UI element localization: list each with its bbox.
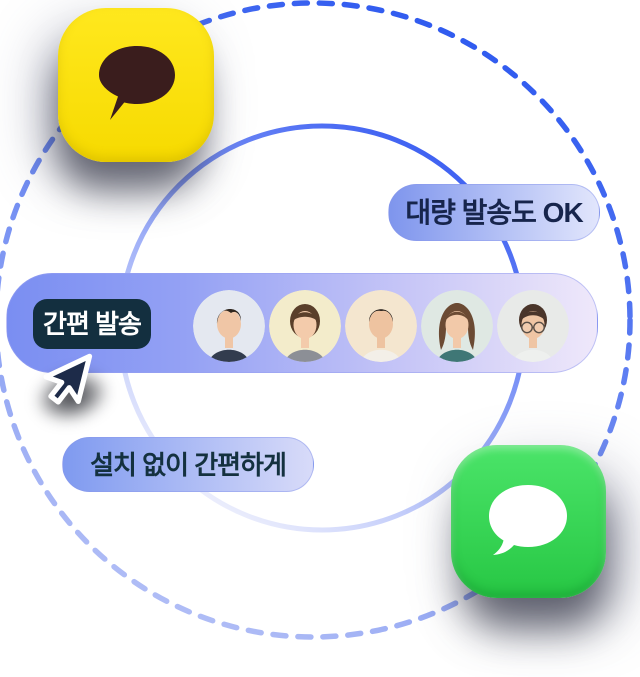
avatar-photo-woman-1 bbox=[269, 290, 341, 362]
recipient-avatar-5 bbox=[497, 290, 569, 362]
recipient-avatars bbox=[7, 274, 597, 372]
imessage-app-icon[interactable] bbox=[451, 445, 606, 598]
dashed-ring bbox=[0, 0, 633, 640]
no-install-badge: 설치 없이 간편하게 bbox=[62, 437, 314, 492]
recipient-avatar-4 bbox=[421, 290, 493, 362]
avatar-photo-man-1 bbox=[193, 290, 265, 362]
avatar-photo-woman-glasses bbox=[497, 290, 569, 362]
glasses-icon bbox=[521, 321, 545, 334]
avatar-photo-woman-2 bbox=[421, 290, 493, 362]
recipient-avatar-3 bbox=[345, 290, 417, 362]
bulk-send-badge: 대량 발송도 OK bbox=[388, 184, 600, 241]
avatar-photo-man-2 bbox=[345, 290, 417, 362]
recipient-avatar-2 bbox=[269, 290, 341, 362]
kakaotalk-app-icon[interactable] bbox=[58, 8, 214, 162]
imessage-chat-bubble-icon bbox=[489, 485, 567, 555]
easy-send-button[interactable]: 간편 발송 bbox=[33, 299, 151, 349]
mouse-cursor-icon[interactable] bbox=[26, 336, 105, 425]
recipient-avatar-1 bbox=[193, 290, 265, 362]
recipients-bar: 간편 발송 bbox=[6, 273, 598, 373]
kakao-chat-bubble-icon bbox=[99, 46, 175, 120]
